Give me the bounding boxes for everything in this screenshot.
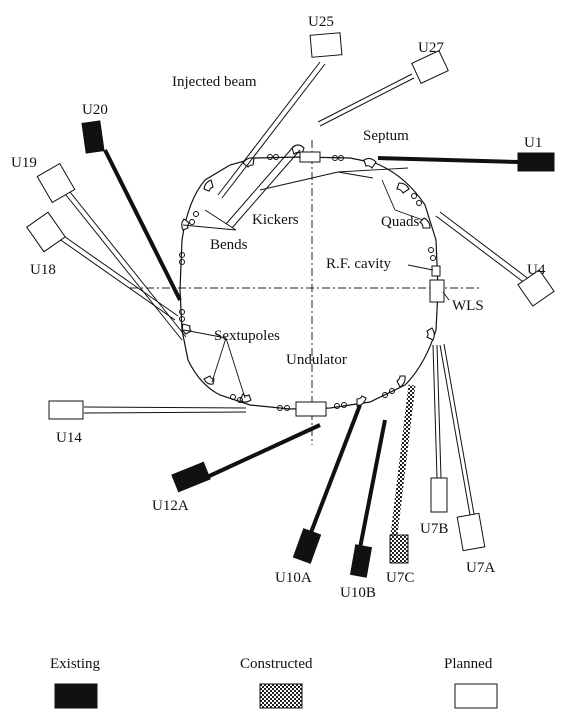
component-labels: Injected beam Septum Kickers Bends Quads… <box>172 74 484 368</box>
label-wls: WLS <box>452 298 484 314</box>
label-kickers: Kickers <box>252 212 299 228</box>
undulator-block <box>295 401 327 417</box>
bend-magnet <box>426 327 435 341</box>
beamline-u20 <box>81 120 182 301</box>
label-u10b: U10B <box>340 585 376 601</box>
beamline-u14 <box>48 400 247 420</box>
label-rf-cavity: R.F. cavity <box>326 256 392 272</box>
beamline-u27 <box>317 50 449 127</box>
label-bends: Bends <box>210 237 248 253</box>
beamline-u7a <box>439 343 486 552</box>
legend-existing-label: Existing <box>50 656 101 672</box>
legend-planned-swatch <box>454 683 498 709</box>
beamline-u10b <box>349 419 387 578</box>
label-quads: Quads <box>381 214 419 230</box>
beamline-u19 <box>36 162 187 341</box>
beamline-labels: U25 U27 U20 U1 U19 U18 U4 U14 U12A U10A … <box>11 14 546 601</box>
bend-magnet <box>203 179 214 192</box>
legend: Existing Constructed Planned <box>50 656 498 709</box>
legend-existing-swatch <box>54 683 98 709</box>
beamline-u25 <box>217 32 343 199</box>
beamline-u12a <box>171 423 321 493</box>
label-u19: U19 <box>11 155 37 171</box>
label-undulator: Undulator <box>286 352 347 368</box>
quad-markers <box>179 154 436 411</box>
bend-magnet <box>419 217 431 229</box>
legend-constructed-swatch <box>259 683 303 709</box>
label-injected-beam: Injected beam <box>172 74 257 90</box>
legend-constructed-label: Constructed <box>240 656 313 672</box>
label-u27: U27 <box>418 40 444 56</box>
label-septum: Septum <box>363 128 409 144</box>
rf-cavity-block <box>431 265 441 277</box>
callout-leaders <box>182 167 450 399</box>
label-sextupoles: Sextupoles <box>214 328 280 344</box>
septum-block <box>299 151 321 163</box>
beamline-u1 <box>377 152 555 172</box>
bend-magnet <box>396 375 406 388</box>
label-u12a: U12A <box>152 498 189 514</box>
label-u7c: U7C <box>386 570 414 586</box>
bend-magnet <box>181 323 192 335</box>
beamline-u10a <box>292 404 362 564</box>
label-u14: U14 <box>56 430 82 446</box>
label-u25: U25 <box>308 14 334 30</box>
label-u10a: U10A <box>275 570 312 586</box>
label-u4: U4 <box>527 262 546 278</box>
bend-magnet <box>396 182 410 194</box>
beamline-u7c <box>389 384 416 564</box>
bend-magnet <box>363 157 377 169</box>
label-u18: U18 <box>30 262 56 278</box>
beamline-u7b <box>430 344 448 513</box>
label-u7a: U7A <box>466 560 495 576</box>
center-axes <box>130 140 480 445</box>
label-u20: U20 <box>82 102 108 118</box>
beamline-u4 <box>435 211 555 307</box>
label-u1: U1 <box>524 135 542 151</box>
bend-magnet <box>181 218 190 231</box>
label-u7b: U7B <box>420 521 448 537</box>
wls-block <box>429 279 445 303</box>
legend-planned-label: Planned <box>444 656 493 672</box>
bend-magnet <box>356 395 367 407</box>
beamline-u18 <box>26 211 179 321</box>
